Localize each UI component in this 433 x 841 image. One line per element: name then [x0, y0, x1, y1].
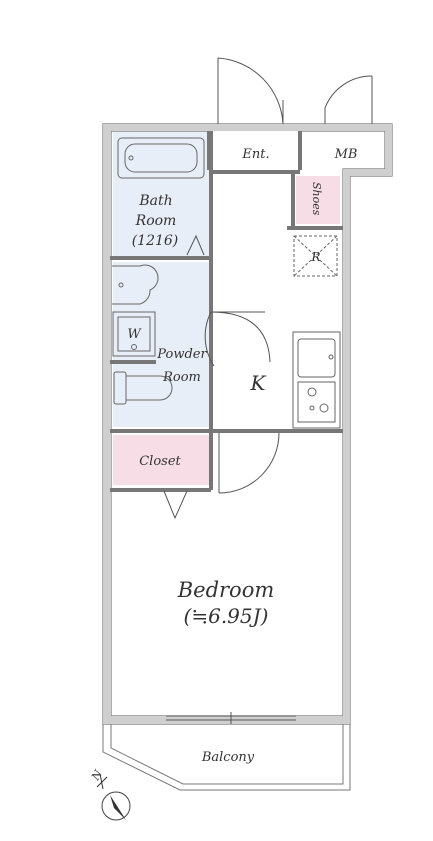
shoes-label: Shoes	[310, 182, 323, 216]
entrance-label: Ent.	[241, 147, 269, 162]
refrigerator	[293, 235, 338, 277]
closet-door	[163, 490, 188, 520]
bath-door	[186, 234, 205, 256]
balcony-window	[166, 712, 296, 724]
bedroom-label: Bedroom	[177, 578, 275, 602]
entrance-door	[217, 57, 284, 125]
shoes-cabinet-area	[296, 176, 340, 224]
bathtub	[117, 137, 205, 179]
kitchen-label: K	[250, 371, 267, 395]
powder-room-area	[113, 262, 209, 427]
powder-label-line2: Room	[162, 370, 201, 385]
bath-room-area	[113, 131, 209, 256]
balcony-outline	[102, 724, 351, 791]
powder-door	[204, 311, 271, 367]
north-arrow-icon	[96, 773, 131, 821]
bath-label-line1: Bath	[138, 193, 172, 209]
interior-walls	[110, 131, 343, 492]
toilet	[113, 371, 173, 405]
meter-box-door	[324, 75, 373, 124]
closet-label: Closet	[139, 454, 181, 469]
bedroom-size-label: (≒6.95J)	[184, 604, 269, 628]
washer-mark: W	[127, 327, 142, 342]
balcony-label: Balcony	[201, 750, 255, 765]
bath-size-label: (1216)	[132, 233, 179, 249]
bath-label-line2: Room	[135, 213, 177, 229]
fridge-mark: R	[310, 250, 320, 264]
closet-area	[113, 435, 209, 485]
powder-label-line1: Powder	[156, 347, 207, 362]
kitchen-counter	[292, 331, 341, 429]
meter-box-label: MB	[334, 147, 358, 162]
washing-machine	[112, 311, 156, 357]
bedroom-door	[218, 432, 280, 494]
washbasin	[112, 264, 159, 305]
